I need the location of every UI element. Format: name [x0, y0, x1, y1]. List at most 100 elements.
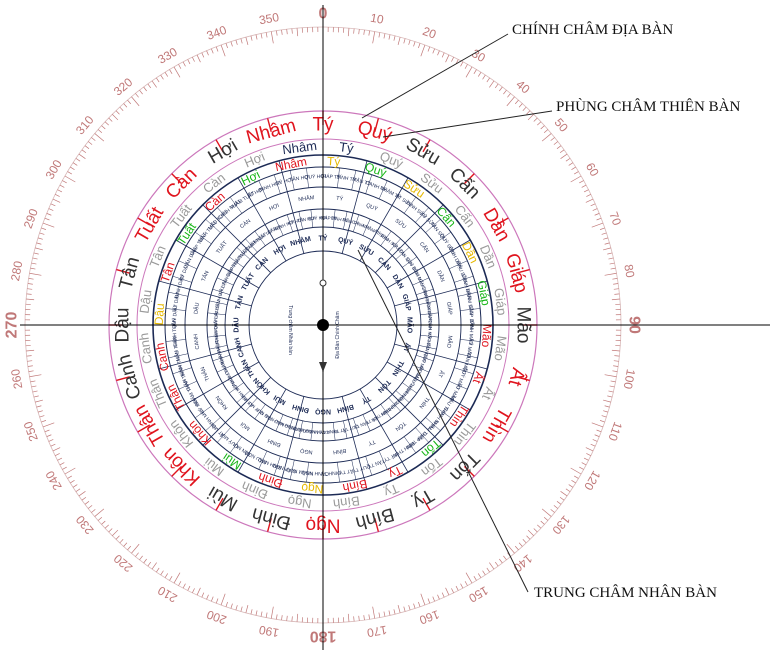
degree-tick: [559, 496, 565, 501]
hundred-divider: [254, 404, 266, 419]
degree-tick: [610, 267, 616, 270]
degree-tick: [537, 524, 542, 529]
degree-tick: [33, 252, 39, 255]
sixty-divider: [195, 231, 212, 245]
sector-divider: [375, 377, 444, 446]
degree-tick: [506, 96, 515, 107]
degree-tick: [432, 596, 435, 602]
callout-line-phung: [382, 110, 553, 138]
mid-cell-label: TỐN: [394, 420, 407, 433]
degree-tick: [42, 422, 55, 428]
outer-mountain-label: Thân: [130, 401, 170, 449]
core-mountain-label: THÂN: [239, 358, 257, 379]
degree-tick: [464, 581, 468, 586]
degree-tick: [612, 370, 618, 372]
degree-tick: [518, 542, 523, 547]
inner-mountain-label: Quý: [363, 160, 388, 180]
sixty-divider: [168, 291, 189, 297]
degree-tick: [78, 153, 86, 159]
mid-cell-label: TÝ: [336, 195, 344, 203]
degree-tick: [613, 365, 619, 367]
degree-tick: [28, 370, 34, 372]
degree-tick: [250, 609, 253, 615]
sixty-divider: [186, 245, 204, 257]
hundred-divider: [362, 218, 371, 236]
degree-tick: [573, 475, 579, 479]
mountain-divider: [171, 173, 183, 185]
degree-tick: [601, 232, 607, 235]
degree-tick: [41, 227, 47, 230]
sixty-cell-label: ĐINH TỴ: [320, 469, 341, 476]
degree-tick: [604, 272, 617, 276]
degree-tick: [230, 603, 233, 609]
inner-mountain-label: Dậu: [152, 303, 167, 326]
hundred-cell-label: MẬU TÝ: [342, 216, 360, 226]
degree-tick: [55, 453, 60, 456]
degree-tick: [514, 545, 519, 551]
degree-tick: [108, 117, 113, 122]
sixty-cell-label: NHÂM DẦN: [464, 288, 475, 316]
sixty-divider: [217, 207, 231, 223]
degree-tick: [119, 106, 124, 111]
degree-tick: [465, 572, 473, 584]
inner-mountain-label: Mão: [479, 324, 495, 349]
sixty-divider: [378, 180, 388, 200]
degree-tick: [526, 110, 531, 115]
hundred-divider: [380, 231, 392, 246]
degree-tick: [31, 385, 37, 388]
degree-tick: [570, 175, 582, 183]
degree-label: 240: [42, 468, 64, 493]
degree-tick: [586, 453, 591, 456]
degree-tick: [441, 592, 445, 598]
degree-tick: [526, 535, 531, 540]
hundred-divider: [245, 238, 258, 253]
degree-tick: [135, 93, 139, 98]
hundred-divider: [418, 300, 437, 305]
degree-tick: [514, 99, 519, 105]
degree-tick: [178, 581, 182, 586]
sixty-divider: [165, 308, 186, 311]
degree-tick: [265, 612, 268, 618]
hundred-cell-label: KỶ TỴ: [365, 415, 379, 426]
mid-cell-label: THÌN: [418, 395, 431, 409]
sixty-divider: [457, 353, 478, 359]
hundred-divider: [371, 409, 382, 426]
sixty-divider: [306, 167, 309, 188]
hundred-divider: [212, 288, 230, 295]
mid-cell-label: TÂN: [200, 270, 211, 283]
degree-label: 350: [258, 10, 280, 27]
hundred-cell-label: QUÝ TỴ: [342, 424, 360, 434]
degree-tick: [151, 562, 157, 570]
degree-tick: [81, 149, 87, 154]
hundred-cell-label: BÍNH TÝ: [331, 214, 349, 223]
degree-tick: [460, 61, 464, 67]
sixty-cell-label: ẤT TỴ: [338, 467, 354, 476]
hundred-divider: [222, 266, 239, 277]
hundred-divider: [402, 256, 417, 268]
sixty-divider: [205, 417, 221, 431]
degree-tick: [522, 539, 527, 544]
degree-tick: [506, 543, 515, 554]
degree-tick: [533, 117, 538, 122]
degree-tick: [32, 257, 38, 260]
outer-mountain-label: Tuất: [131, 203, 168, 246]
sixty-cell-label: TÂN HỢI: [289, 173, 311, 183]
middle-mountain-label: Tý: [338, 139, 355, 156]
degree-tick: [397, 605, 401, 613]
degree-tick: [123, 542, 128, 547]
degree-tick: [59, 184, 65, 188]
inner-mountain-label: Dần: [459, 240, 481, 266]
sixty-divider: [425, 219, 441, 233]
hundred-divider: [254, 231, 266, 246]
degree-tick: [451, 588, 454, 593]
sixty-divider: [448, 260, 468, 270]
degree-tick: [131, 96, 140, 107]
degree-tick: [41, 420, 47, 423]
hundred-divider: [298, 420, 303, 439]
degree-tick: [611, 298, 620, 301]
sixty-divider: [415, 207, 429, 223]
sixty-divider: [337, 167, 340, 188]
hundred-divider: [236, 390, 251, 403]
degree-tick: [460, 583, 464, 589]
degree-tick: [347, 28, 350, 37]
